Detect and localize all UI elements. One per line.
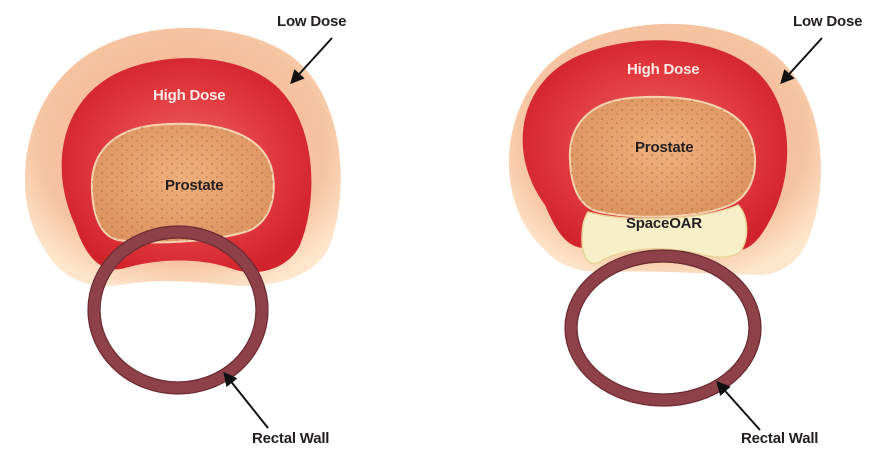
low-dose-arrow	[292, 38, 332, 82]
rectal-wall-arrow	[225, 374, 268, 428]
low-dose-label: Low Dose	[793, 13, 862, 30]
panel-without-spacer: Low Dose High Dose Prostate Rectal Wall	[25, 13, 346, 447]
rectal-wall-label: Rectal Wall	[741, 430, 818, 447]
prostate-label: Prostate	[165, 177, 223, 194]
panel-with-spacer: Low Dose High Dose Prostate SpaceOAR Rec…	[509, 13, 862, 447]
low-dose-label: Low Dose	[277, 13, 346, 30]
rectal-wall-arrow	[718, 383, 760, 430]
rectal-wall-ring	[571, 256, 755, 400]
low-dose-arrow	[782, 38, 822, 82]
high-dose-label: High Dose	[153, 87, 225, 104]
rectal-wall-label: Rectal Wall	[252, 430, 329, 447]
high-dose-label: High Dose	[627, 61, 699, 78]
prostate-label: Prostate	[635, 139, 693, 156]
spaceoar-label: SpaceOAR	[626, 215, 702, 232]
